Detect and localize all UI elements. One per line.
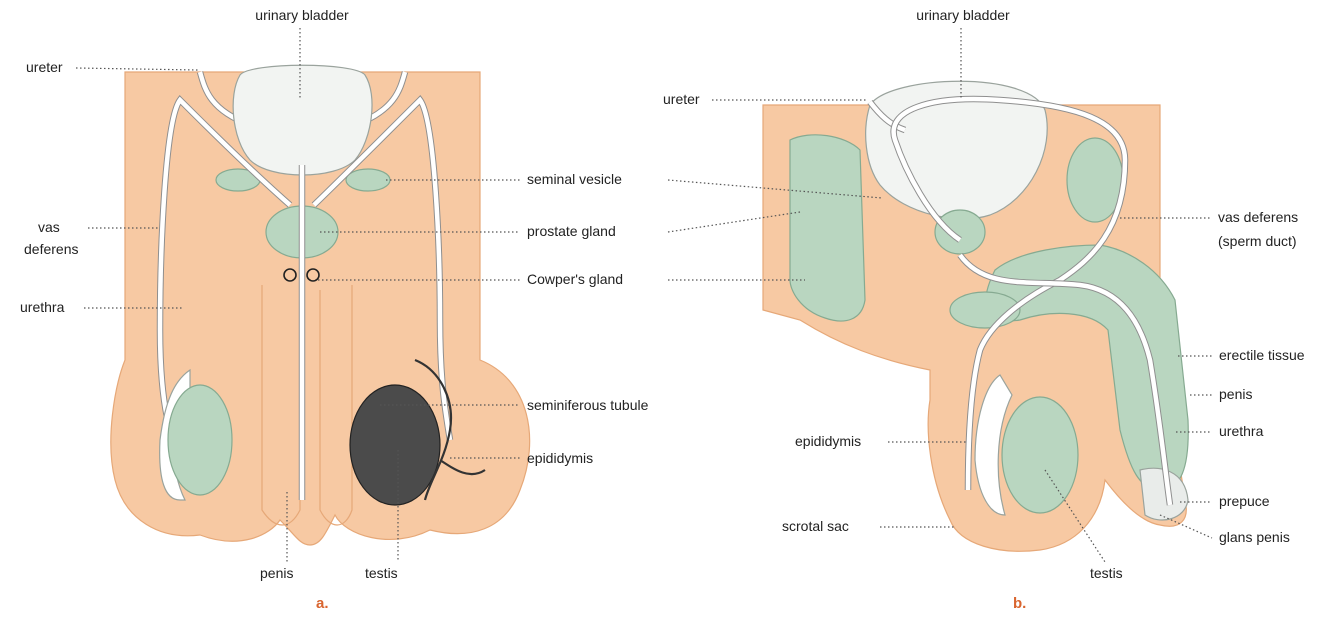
caption-b: b. — [1013, 595, 1026, 612]
label-b-scrotal-sac: scrotal sac — [782, 518, 849, 534]
label-b-vas-line1: vas deferens — [1218, 209, 1298, 225]
label-a-seminiferous-tubule: seminiferous tubule — [527, 397, 649, 413]
panel-a-right-testis — [350, 385, 440, 505]
panel-a-left-testis — [168, 385, 232, 495]
panel-b-prostate-gland — [935, 210, 985, 254]
label-a-urethra: urethra — [20, 299, 65, 315]
label-b-urethra: urethra — [1219, 423, 1264, 439]
label-a-cowpers-gland: Cowper's gland — [527, 271, 623, 287]
label-b-testis: testis — [1090, 565, 1123, 581]
label-b-penis: penis — [1219, 386, 1252, 402]
label-a-vas-line2: deferens — [24, 241, 78, 257]
label-b-vas-line2: (sperm duct) — [1218, 233, 1297, 249]
label-b-glans-penis: glans penis — [1219, 529, 1290, 545]
panel-b-testis — [1002, 397, 1078, 513]
label-a-urinary-bladder: urinary bladder — [255, 7, 349, 23]
panel-a-right-seminal-vesicle — [346, 169, 390, 191]
label-a-epididymis: epididymis — [527, 450, 593, 466]
panel-b-side-view: urinary bladder ureter vas deferens (spe… — [663, 7, 1305, 612]
panel-a-front-view: urinary bladder ureter vas deferens uret… — [20, 7, 649, 612]
label-a-penis: penis — [260, 565, 293, 581]
label-b-epididymis: epididymis — [795, 433, 861, 449]
label-a-prostate-gland: prostate gland — [527, 223, 616, 239]
panel-b-rectum — [790, 135, 865, 321]
label-b-ureter: ureter — [663, 91, 700, 107]
label-a-testis: testis — [365, 565, 398, 581]
label-b-urinary-bladder: urinary bladder — [916, 7, 1010, 23]
label-a-vas-line1: vas — [38, 219, 60, 235]
caption-a: a. — [316, 595, 329, 612]
label-a-ureter: ureter — [26, 59, 63, 75]
label-a-seminal-vesicle: seminal vesicle — [527, 171, 622, 187]
label-b-erectile-tissue: erectile tissue — [1219, 347, 1305, 363]
label-b-prepuce: prepuce — [1219, 493, 1270, 509]
panel-a-urinary-bladder — [233, 65, 372, 175]
